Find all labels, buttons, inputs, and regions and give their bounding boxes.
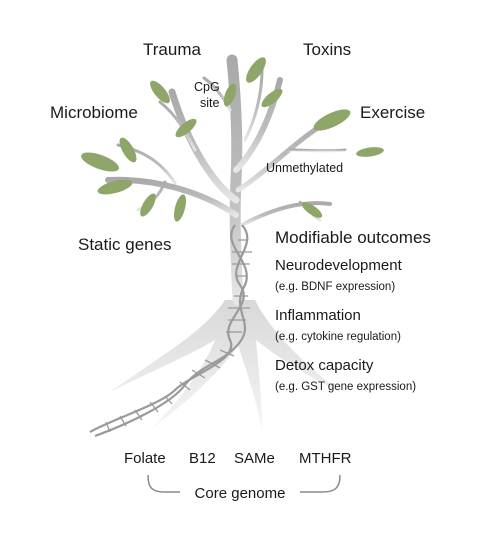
label-unmethylated: Unmethylated: [266, 161, 343, 175]
label-cpg-line1: CpG: [194, 80, 220, 94]
label-trauma: Trauma: [143, 40, 201, 59]
leaf: [313, 109, 351, 131]
label-static-genes: Static genes: [78, 235, 172, 254]
leaf: [81, 152, 119, 172]
leaf: [301, 202, 323, 218]
outcome-neurodevelopment: Neurodevelopment: [275, 257, 403, 274]
label-cpg-line2: site: [200, 96, 220, 110]
dna-base-pairs: [105, 239, 252, 433]
leaf: [261, 88, 283, 108]
modifiable-outcomes: Modifiable outcomes Neurodevelopment (e.…: [275, 228, 431, 393]
outcomes-heading: Modifiable outcomes: [275, 228, 431, 247]
outcome-detox-example: (e.g. GST gene expression): [275, 381, 416, 393]
factor-b12: B12: [189, 450, 216, 467]
core-genome-bracket: [147, 474, 341, 493]
tree-roots: [110, 300, 340, 430]
leaf: [246, 57, 266, 83]
outcome-inflammation-example: (e.g. cytokine regulation): [275, 331, 401, 343]
tree-leaves: [81, 57, 384, 222]
outcome-detox: Detox capacity: [275, 357, 374, 374]
core-genome-label: Core genome: [195, 485, 286, 502]
dna-helix: [89, 224, 252, 438]
leaf: [150, 80, 170, 104]
influence-labels: Trauma Toxins CpG site Microbiome Exerci…: [50, 40, 425, 254]
leaf: [119, 137, 137, 163]
label-toxins: Toxins: [303, 40, 351, 59]
label-exercise: Exercise: [360, 103, 425, 122]
leaf: [173, 194, 187, 222]
outcome-inflammation: Inflammation: [275, 307, 361, 324]
factor-mthfr: MTHFR: [299, 450, 352, 467]
leaf: [223, 83, 237, 107]
leaf: [140, 193, 156, 217]
core-genome: Folate B12 SAMe MTHFR Core genome: [124, 450, 352, 502]
label-microbiome: Microbiome: [50, 103, 138, 122]
factor-folate: Folate: [124, 450, 166, 467]
leaf: [356, 147, 384, 157]
factor-same: SAMe: [234, 450, 275, 467]
outcome-neurodevelopment-example: (e.g. BDNF expression): [275, 281, 395, 293]
leaf: [175, 118, 197, 138]
leaf: [97, 179, 133, 195]
